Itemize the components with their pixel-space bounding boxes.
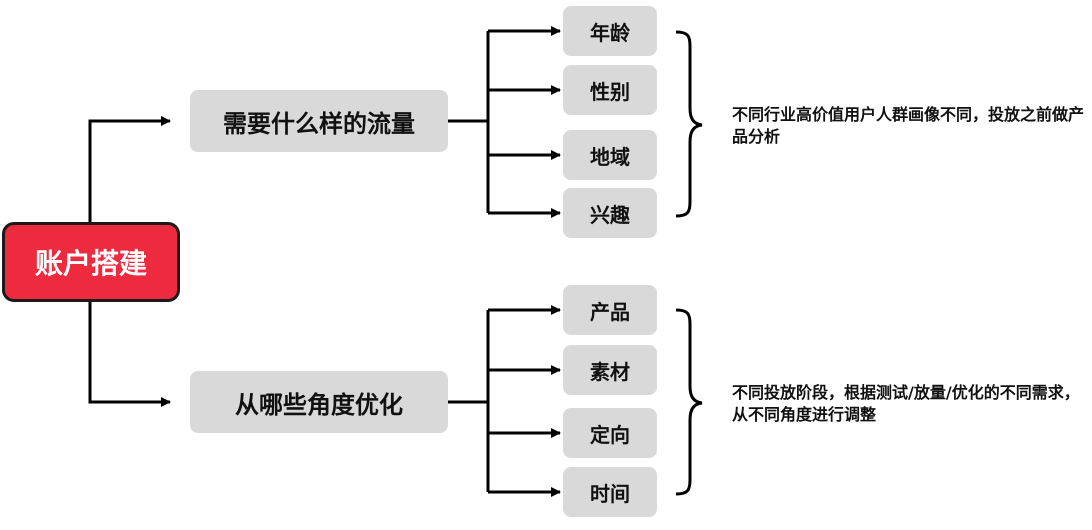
connector-root-to-branch-2 (88, 302, 171, 407)
leaf-node-gender[interactable]: 性别 (563, 65, 657, 115)
leaf-node-region[interactable]: 地域 (563, 130, 657, 180)
leaf-node-creative[interactable]: 素材 (563, 345, 657, 395)
leaf-node-interest[interactable]: 兴趣 (563, 188, 657, 238)
branch-node-optimize[interactable]: 从哪些角度优化 (190, 371, 448, 433)
note-optimize: 不同投放阶段，根据测试/放量/优化的不同需求，从不同角度进行调整 (732, 383, 1080, 424)
root-node[interactable]: 账户搭建 (2, 222, 180, 302)
leaf-node-age[interactable]: 年龄 (563, 6, 657, 56)
leaf-node-targeting[interactable]: 定向 (563, 408, 657, 458)
connector-root-to-branch-1 (88, 116, 171, 222)
leaf-node-product[interactable]: 产品 (563, 285, 657, 335)
branch-node-traffic[interactable]: 需要什么样的流量 (190, 90, 448, 152)
leaf-node-time[interactable]: 时间 (563, 467, 657, 517)
note-traffic: 不同行业高价值用户人群画像不同，投放之前做产品分析 (732, 105, 1085, 146)
brace-1 (675, 30, 703, 218)
brace-2 (675, 308, 703, 496)
